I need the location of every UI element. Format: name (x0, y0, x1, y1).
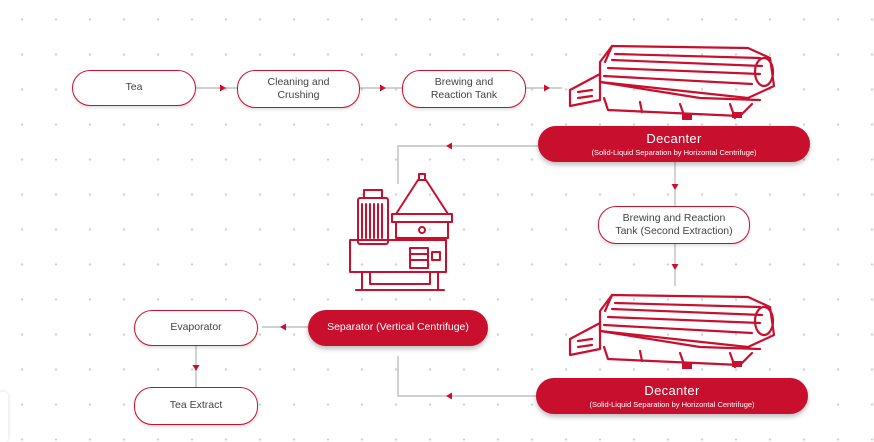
node-separator: Separator (Vertical Centrifuge) (308, 310, 488, 346)
node-separator-label: Separator (Vertical Centrifuge) (327, 321, 469, 334)
node-brewing-label: Brewing and Reaction Tank (430, 75, 498, 101)
decanter-2-subtitle: (Solid-Liquid Separation by Horizontal C… (589, 399, 755, 409)
arrow-left (280, 323, 286, 331)
decanter-2-title: Decanter (644, 382, 700, 398)
node-brewing-reaction-tank: Brewing and Reaction Tank (402, 70, 526, 108)
decanter-1-subtitle: (Solid-Liquid Separation by Horizontal C… (591, 147, 757, 157)
arrow-right (380, 84, 386, 92)
node-cleaning-crushing: Cleaning and Crushing (237, 70, 360, 108)
arrow-left (446, 142, 452, 150)
arrow-right (544, 84, 550, 92)
node-decanter-2: Decanter (Solid-Liquid Separation by Hor… (536, 378, 808, 414)
arrow-down (192, 365, 200, 371)
node-evaporator: Evaporator (134, 310, 258, 346)
arrow-down (671, 184, 679, 190)
arrow-right (220, 84, 226, 92)
node-brewing-second-label: Brewing and Reaction Tank (Second Extrac… (615, 211, 733, 237)
node-decanter-1: Decanter (Solid-Liquid Separation by Hor… (538, 126, 810, 162)
node-tea: Tea (72, 70, 196, 106)
arrow-left (446, 392, 452, 400)
node-evaporator-label: Evaporator (170, 321, 222, 334)
node-tea-extract: Tea Extract (134, 387, 258, 425)
node-tea-extract-label: Tea Extract (169, 399, 223, 412)
node-cleaning-label: Cleaning and Crushing (267, 75, 330, 101)
node-brewing-second-extraction: Brewing and Reaction Tank (Second Extrac… (598, 206, 750, 244)
arrow-down (671, 264, 679, 270)
edge-card (0, 392, 8, 442)
decanter-1-title: Decanter (646, 130, 702, 146)
node-tea-label: Tea (125, 81, 143, 94)
